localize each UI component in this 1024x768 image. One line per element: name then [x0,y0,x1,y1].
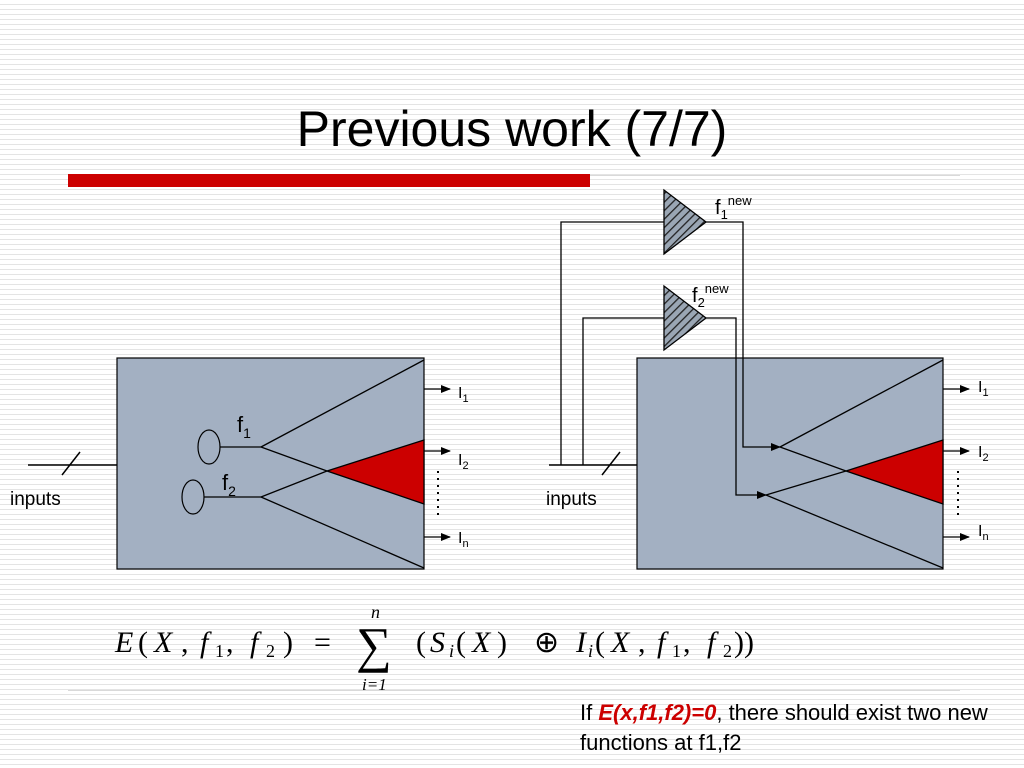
formula-sum-lower: i=1 [362,675,387,690]
left-red-region [324,439,425,505]
formula-f1-b: f [657,626,669,659]
formula-open-paren: ( [138,626,148,659]
right-bus-slash [601,451,621,476]
right-feedback-wire-1 [560,221,664,465]
left-f1-label: f1 [237,412,251,441]
right-f2-new-buffer [663,284,708,352]
right-f2-new-wire [706,317,767,499]
conclusion-note: If E(x,f1,f2)=0, there should exist two … [580,698,1020,758]
right-output-2-label: I2 [978,444,989,464]
left-f1-node [197,429,221,465]
formula-open-paren-3: ( [456,626,466,659]
formula-f2-b-sub: 2 [723,641,732,661]
left-tree-line-bottom [260,496,425,569]
formula-comma-2: , [226,626,234,659]
formula-f1-b-sub: 1 [672,641,681,661]
left-output-n-label: In [458,530,469,550]
formula-xor: ⊕ [534,626,559,659]
formula-I: I [575,626,588,659]
formula-f1-sub: 1 [215,641,224,661]
left-f2-node [181,479,205,515]
right-red-region [843,439,944,505]
right-tree-line-mid2 [765,470,847,496]
formula-comma-4: , [683,626,691,659]
formula-f1: f [200,626,212,659]
left-bus-slash [61,451,81,476]
formula-sum-upper: n [371,602,380,622]
formula-f2: f [250,626,262,659]
formula-f2-sub: 2 [266,641,275,661]
right-f1-new-buffer [663,188,708,256]
formula-close-paren-2: ) [497,626,507,659]
right-tree-line-mid1 [779,446,847,472]
left-diagram: inputs f1 f2 I1 I2 In [10,357,469,570]
slide-title: Previous work (7/7) [296,101,728,157]
left-tree-line-mid2 [260,470,328,498]
right-feedback-wire-2 [582,317,664,465]
formula-I-sub: i [588,641,593,661]
formula-f2-b: f [707,626,719,659]
formula-close-parens: )) [734,626,754,659]
right-f1-new-wire [706,221,781,451]
note-highlight: E(x,f1,f2)=0 [598,700,717,725]
title-rule [590,175,960,176]
formula-E: E [114,626,133,659]
formula-X-3: X [610,626,631,659]
right-diagram: inputs f1new f2new I1 I2 In [546,188,989,570]
formula-X-2: X [471,626,492,659]
left-tree-line-top [260,359,425,448]
formula-S-sub: i [449,641,454,661]
left-output-2-label: I2 [458,452,469,472]
title-accent-bar [68,174,590,187]
error-formula: E ( X , f 1 , f 2 ) = n ∑ i=1 ( S i ( X … [114,602,754,690]
left-inputs-label: inputs [10,489,61,510]
left-tree-line-mid1 [260,446,328,472]
formula-open-paren-4: ( [595,626,605,659]
formula-equals: = [314,626,331,659]
formula-open-paren-2: ( [416,626,426,659]
right-f2-new-label: f2new [692,281,729,310]
right-f1-new-label: f1new [715,193,752,222]
formula-comma-1: , [181,626,189,659]
right-tree-line-top [779,359,944,448]
right-output-n-label: In [978,523,989,543]
circuit-diagram: inputs f1 f2 I1 I2 In inputs [10,188,989,690]
note-prefix: If [580,700,599,725]
left-f2-label: f2 [222,470,236,499]
formula-close-paren: ) [283,626,293,659]
formula-comma-3: , [638,626,646,659]
formula-divider [68,690,960,691]
formula-sum-symbol: ∑ [356,617,392,673]
note-suffix: , there should exist two new functions a… [580,700,988,755]
formula-X: X [153,626,174,659]
right-tree-line-bottom [765,494,944,569]
formula-S: S [430,626,445,659]
right-inputs-label: inputs [546,489,597,510]
left-output-1-label: I1 [458,385,469,405]
title-underline [68,174,960,188]
right-output-1-label: I1 [978,379,989,399]
